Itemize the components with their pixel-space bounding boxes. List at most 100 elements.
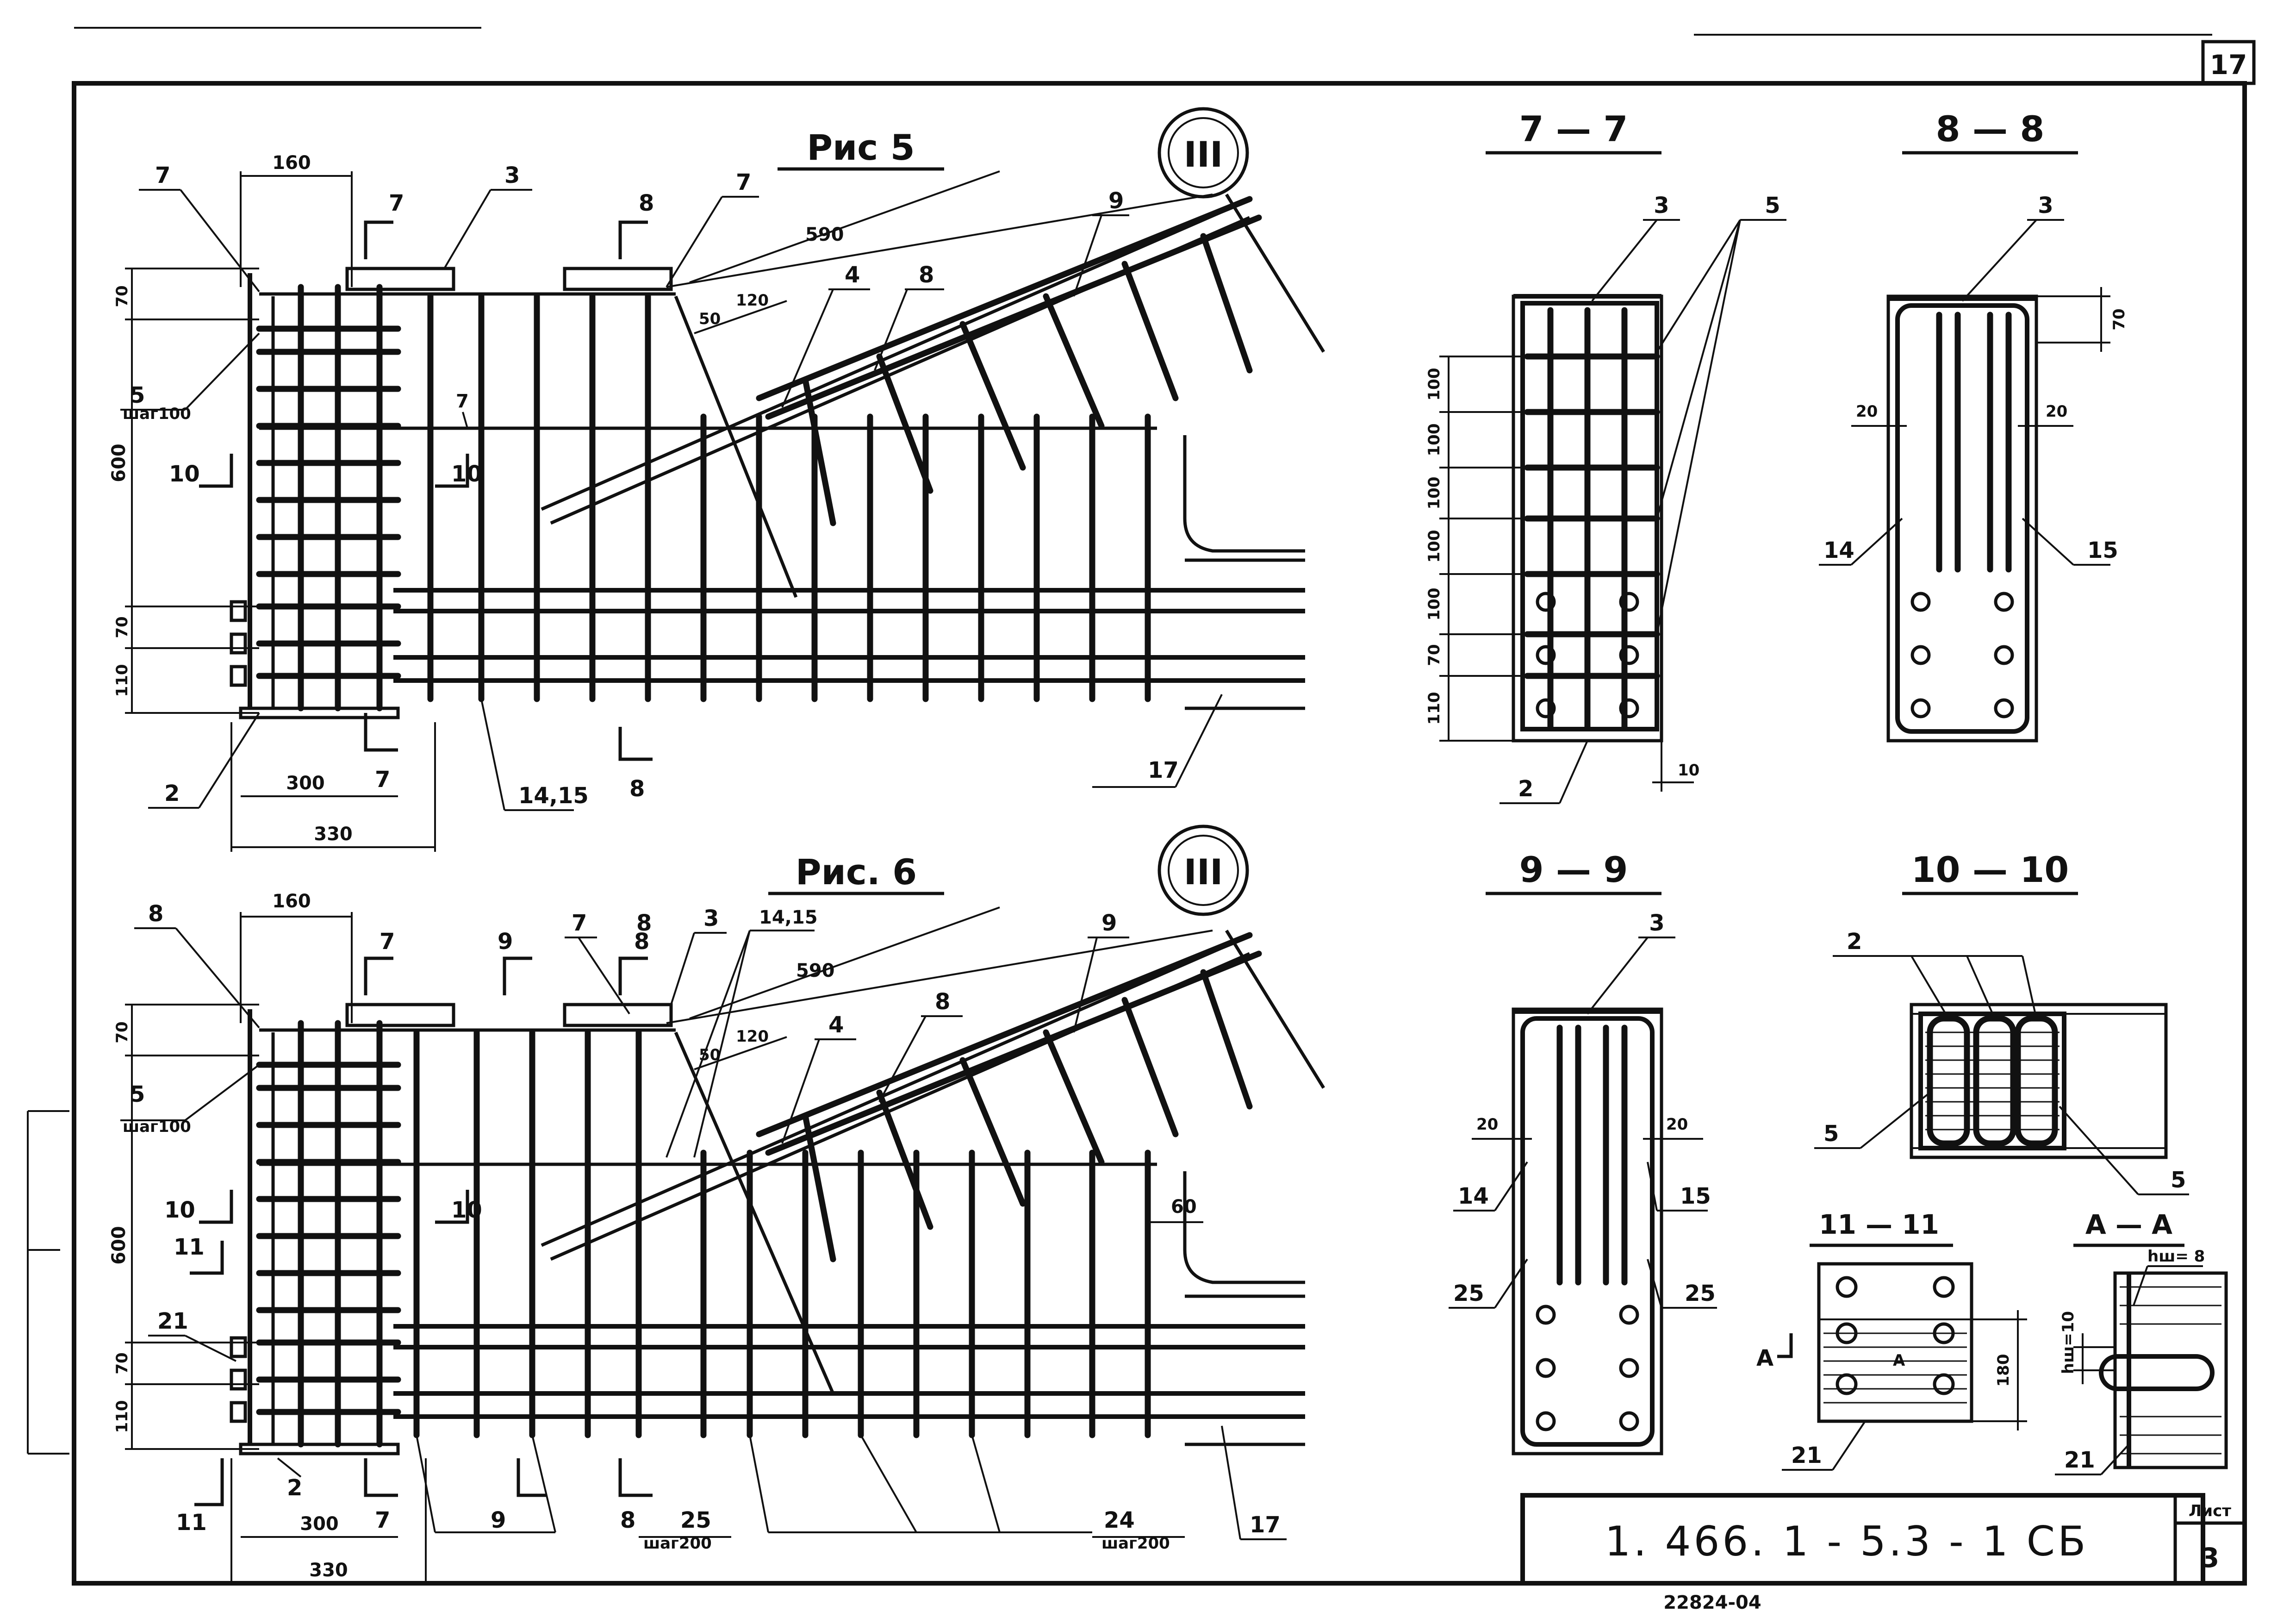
callout-3: 3 xyxy=(2038,193,2053,219)
svg-text:100: 100 xyxy=(1425,588,1444,621)
svg-text:110: 110 xyxy=(113,1400,131,1433)
section-a-a: А — А hш= 8 hш=10 21 xyxy=(2055,1209,2228,1475)
svg-text:590: 590 xyxy=(796,960,835,981)
svg-text:100: 100 xyxy=(1425,477,1444,510)
svg-text:110: 110 xyxy=(113,664,131,697)
svg-text:20: 20 xyxy=(1856,402,1878,421)
callout-25: 25 xyxy=(680,1507,711,1533)
title-block: 1. 466. 1 - 5.3 - 1 СБ Лист 3 22824-04 xyxy=(1520,1493,2245,1613)
callout-7-mid: 7 xyxy=(456,391,469,412)
figure-5-section-marks: 7 8 10 10 7 8 xyxy=(169,190,654,802)
callout-7: 7 xyxy=(572,910,587,936)
section-mark-9: 9 xyxy=(498,929,513,955)
svg-text:160: 160 xyxy=(272,891,311,912)
callout-3: 3 xyxy=(1654,193,1669,219)
svg-text:300: 300 xyxy=(300,1513,339,1535)
svg-text:70: 70 xyxy=(113,1021,131,1043)
svg-text:70: 70 xyxy=(2110,308,2128,330)
svg-text:20: 20 xyxy=(2046,402,2067,421)
weld-size-2: hш=10 xyxy=(2059,1311,2078,1374)
svg-text:70: 70 xyxy=(113,1352,131,1374)
callout-17: 17 xyxy=(1250,1512,1281,1538)
svg-text:100: 100 xyxy=(1425,368,1444,401)
document-code: 1. 466. 1 - 5.3 - 1 СБ xyxy=(1605,1518,2089,1565)
callout-17: 17 xyxy=(1148,757,1179,783)
cut-a-mid: А xyxy=(1893,1351,1905,1370)
figure-5-column-cage xyxy=(230,273,401,719)
section-8-8: 8 — 8 3 70 20 20 14 15 xyxy=(1819,108,2128,743)
callout-3: 3 xyxy=(504,162,520,188)
callout-25-right: 25 xyxy=(1685,1280,1716,1306)
callout-4: 4 xyxy=(828,1012,844,1038)
callout-24: 24 xyxy=(1104,1507,1135,1533)
figure-6-section-marks: 7 9 8 10 10 11 11 7 9 8 xyxy=(164,929,653,1536)
callout-2: 2 xyxy=(1847,929,1862,955)
cut-a-left: А xyxy=(1756,1345,1773,1371)
figure-6-title: Рис. 6 xyxy=(796,851,917,893)
figure-5-dimensions: 160 590 50 120 70 600 70 110 300 330 xyxy=(108,152,1000,852)
step-100-label: шаг100 xyxy=(123,405,191,423)
figure-6-roman-badge: III xyxy=(1157,824,1249,916)
section-7-7-title: 7 — 7 xyxy=(1519,108,1628,150)
section-10-10: 10 — 10 2 5 5 xyxy=(1814,849,2189,1195)
archive-number: 22824-04 xyxy=(1663,1592,1761,1613)
figure-6-dimensions: 160 590 50 120 70 600 70 110 300 330 60 xyxy=(108,891,1203,1584)
callout-25-left: 25 xyxy=(1453,1280,1484,1306)
section-mark-7-bottom: 7 xyxy=(375,767,390,793)
svg-text:III: III xyxy=(1184,851,1223,893)
svg-text:120: 120 xyxy=(736,291,769,310)
svg-text:100: 100 xyxy=(1425,424,1444,456)
svg-text:20: 20 xyxy=(1476,1115,1498,1134)
corner-number-box xyxy=(2201,40,2256,85)
section-mark-7: 7 xyxy=(389,190,404,216)
section-mark-11-left: 11 xyxy=(174,1234,205,1260)
callout-7-top: 7 xyxy=(736,169,751,195)
callout-5-left: 5 xyxy=(1823,1121,1839,1147)
section-mark-10-left: 10 xyxy=(164,1197,195,1223)
svg-text:330: 330 xyxy=(314,824,353,845)
svg-text:590: 590 xyxy=(805,224,844,245)
callout-5-right: 5 xyxy=(2171,1167,2186,1193)
callout-8: 8 xyxy=(919,262,934,288)
section-mark-8-bottom: 8 xyxy=(629,776,645,802)
callout-3: 3 xyxy=(703,906,719,931)
section-8-8-title: 8 — 8 xyxy=(1936,108,2045,150)
section-9-9: 9 — 9 3 20 20 14 15 25 25 xyxy=(1449,849,1717,1455)
svg-text:III: III xyxy=(1184,134,1223,175)
section-mark-10-right: 10 xyxy=(451,461,482,487)
callout-21: 21 xyxy=(2064,1447,2095,1473)
svg-text:300: 300 xyxy=(286,773,325,794)
callout-2: 2 xyxy=(1518,776,1533,802)
callout-14-15: 14,15 xyxy=(759,907,818,928)
svg-text:180: 180 xyxy=(1994,1354,2013,1387)
callout-14-15: 14,15 xyxy=(518,783,589,809)
section-mark-10-right: 10 xyxy=(451,1197,482,1223)
section-a-a-title: А — А xyxy=(2085,1209,2172,1240)
section-mark-8-bottom: 8 xyxy=(620,1507,635,1533)
callout-8-top: 8 xyxy=(636,910,652,936)
callout-3: 3 xyxy=(1649,910,1664,936)
section-9-9-title: 9 — 9 xyxy=(1519,849,1628,890)
svg-text:110: 110 xyxy=(1425,692,1444,725)
figure-6: Рис. 6 III xyxy=(108,824,1325,1584)
svg-text:600: 600 xyxy=(108,1226,130,1265)
svg-text:160: 160 xyxy=(272,152,311,174)
section-mark-7: 7 xyxy=(380,929,395,955)
figure-5-beam-cage xyxy=(259,194,1325,710)
section-mark-9-bottom: 9 xyxy=(491,1507,506,1533)
svg-text:330: 330 xyxy=(309,1560,348,1581)
callout-2: 2 xyxy=(287,1475,302,1501)
callout-21: 21 xyxy=(157,1308,188,1334)
callout-2: 2 xyxy=(164,781,180,806)
svg-text:100: 100 xyxy=(1425,530,1444,563)
callout-21: 21 xyxy=(1791,1443,1822,1468)
section-mark-11-bottom: 11 xyxy=(176,1510,207,1536)
sheet-frame: 17 xyxy=(27,27,2256,1586)
figure-6-column-cage xyxy=(230,1009,401,1455)
svg-text:70: 70 xyxy=(1425,644,1444,666)
figure-5: Рис 5 III xyxy=(108,107,1325,852)
figure-5-title: Рис 5 xyxy=(807,127,915,168)
figure-5-roman-badge: III xyxy=(1157,107,1249,199)
callout-4: 4 xyxy=(845,262,860,288)
